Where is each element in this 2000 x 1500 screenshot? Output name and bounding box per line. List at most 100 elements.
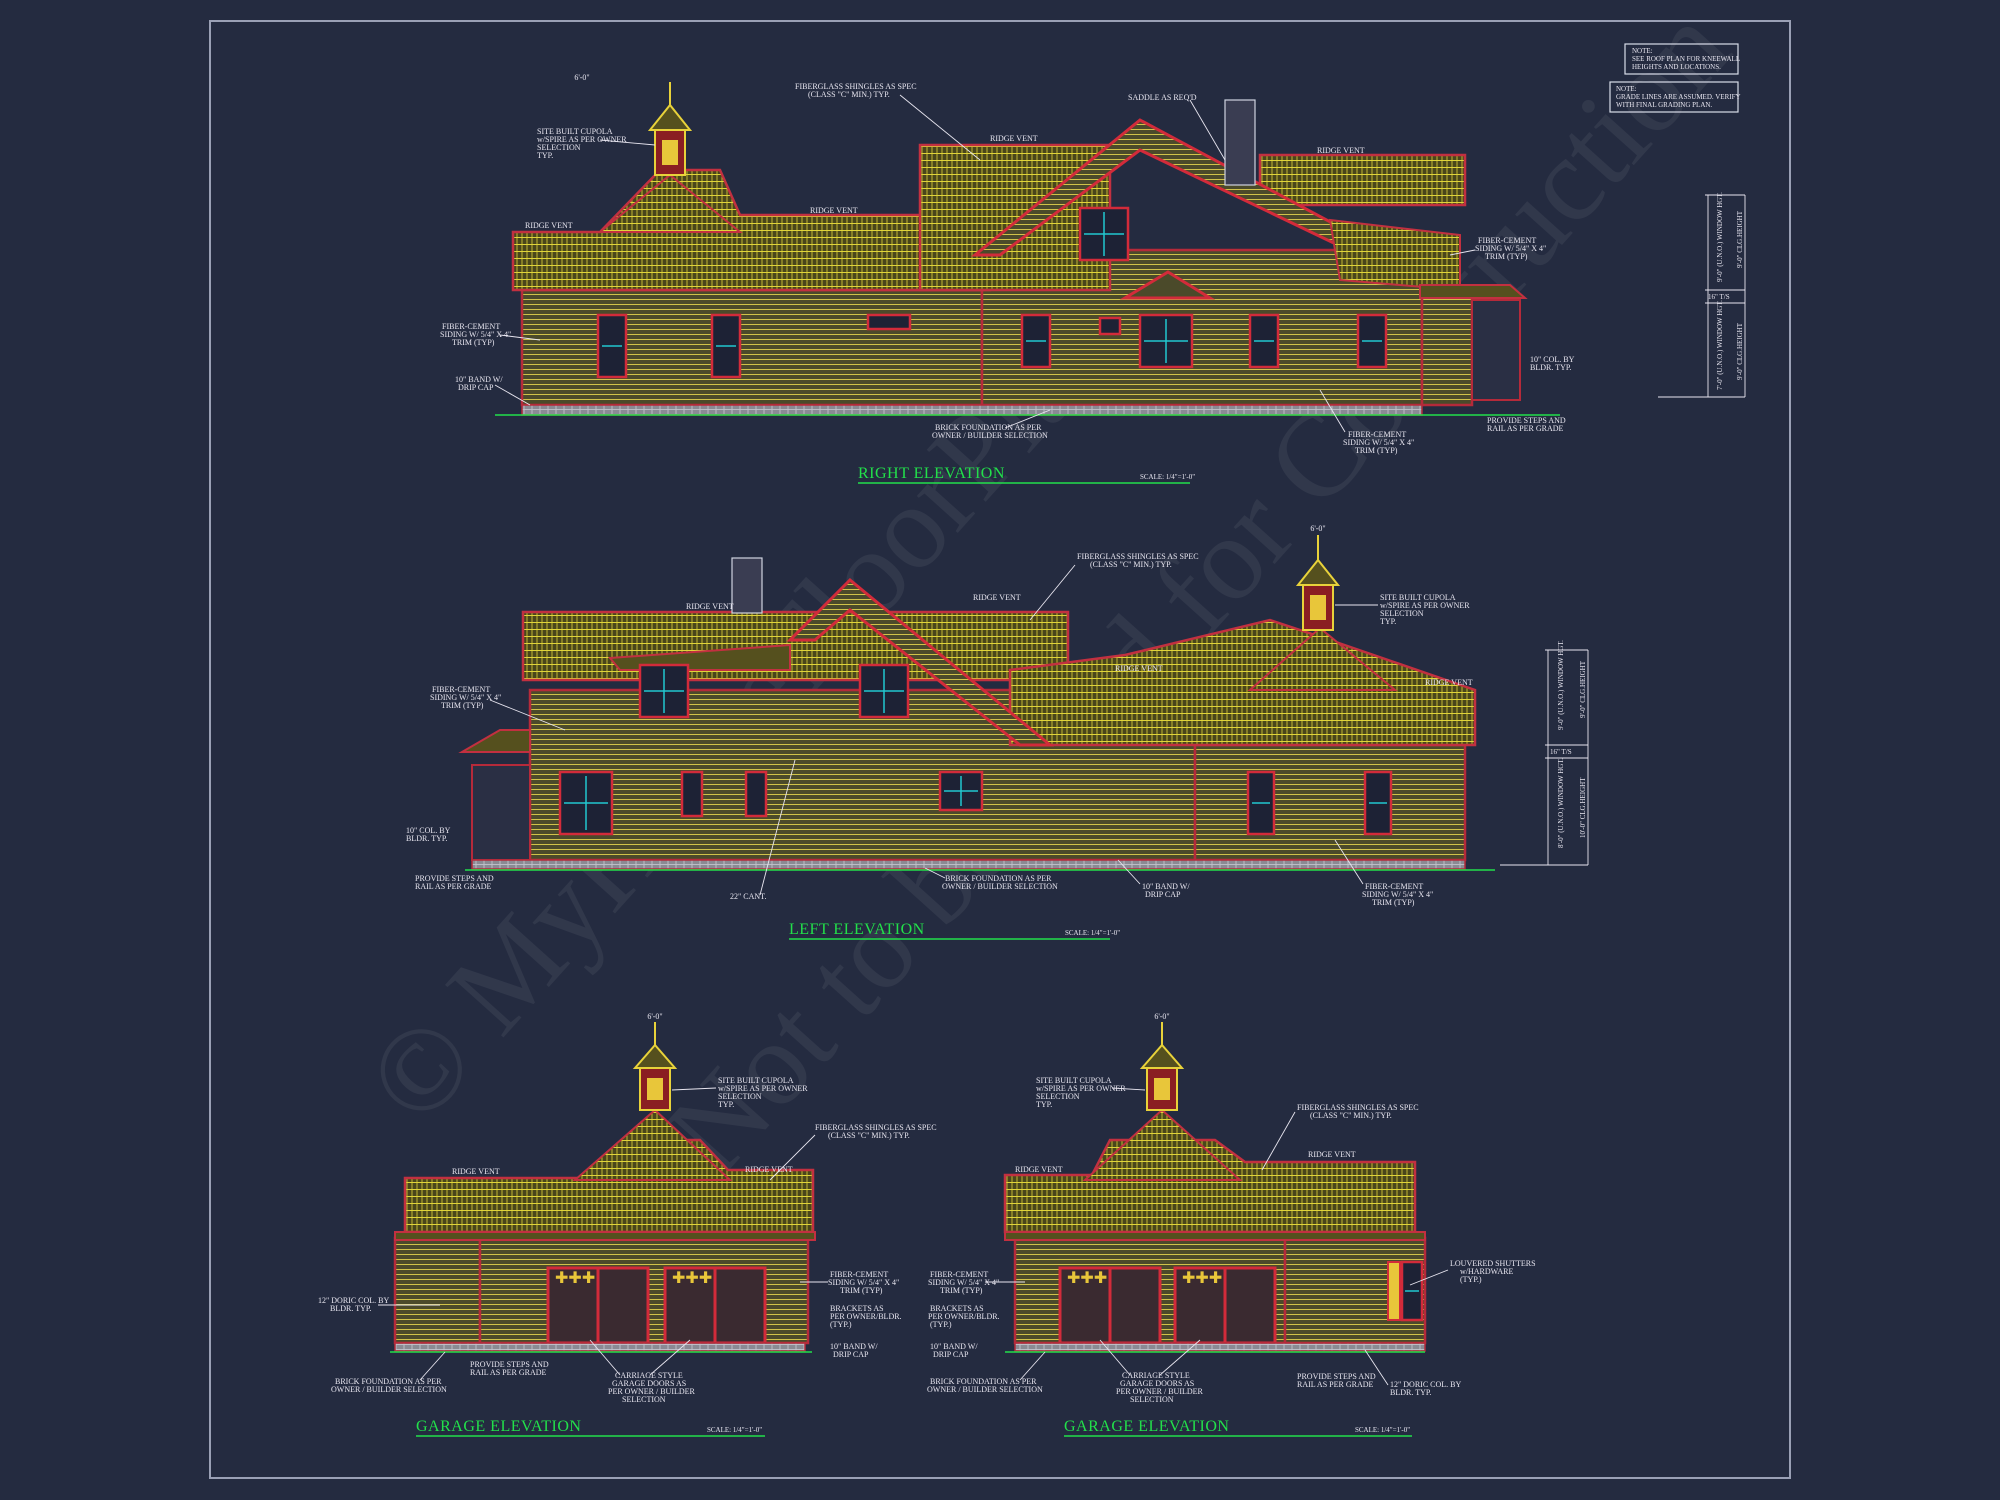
right-elevation-scale: SCALE: 1/4"=1'-0" bbox=[1140, 473, 1195, 481]
left-windows bbox=[558, 663, 1393, 836]
right-cupola bbox=[597, 82, 743, 233]
gl-ridge-vent-2: RIDGE VENT bbox=[745, 1165, 793, 1174]
garage-left-scale: SCALE: 1/4"=1'-0" bbox=[707, 1426, 762, 1434]
right-porch-roof bbox=[1419, 284, 1528, 299]
gr-col-2: BLDR. TYP. bbox=[1390, 1388, 1431, 1397]
right-shingles-label-2: (CLASS "C" MIN.) TYP. bbox=[808, 90, 890, 99]
garage-right-scale: SCALE: 1/4"=1'-0" bbox=[1355, 1426, 1410, 1434]
gr-shutters-1: LOUVERED SHUTTERS bbox=[1450, 1259, 1536, 1268]
right-siding-left-2: SIDING W/ 5/4" X 4" bbox=[440, 330, 511, 339]
gl-band-1: 10" BAND W/ bbox=[830, 1342, 878, 1351]
gr-shingles-2: (CLASS "C" MIN.) TYP. bbox=[1310, 1111, 1392, 1120]
gr-doors-2: GARAGE DOORS AS bbox=[1120, 1379, 1194, 1388]
left-garage-roof bbox=[1008, 618, 1477, 747]
gr-siding-3: TRIM (TYP) bbox=[940, 1286, 983, 1295]
gl-steps-1: PROVIDE STEPS AND bbox=[470, 1360, 549, 1369]
right-band-2: DRIP CAP bbox=[458, 383, 494, 392]
garage-right-shuttered-window bbox=[1387, 1260, 1424, 1322]
right-dimension-stack: 9'-0" (U.N.O.) WINDOW HGT. 9'-0" CLG.HEI… bbox=[1658, 192, 1746, 398]
right-cupola-label-1: SITE BUILT CUPOLA bbox=[537, 127, 613, 136]
garage-right-cupola bbox=[1139, 1022, 1185, 1111]
gr-width: 6'-0" bbox=[1154, 1012, 1169, 1021]
note-2-line-1: NOTE: bbox=[1616, 85, 1637, 93]
gl-siding-3: TRIM (TYP) bbox=[840, 1286, 883, 1295]
note-2-line-3: WITH FINAL GRADING PLAN. bbox=[1616, 101, 1712, 109]
right-rear-wall bbox=[1420, 288, 1474, 407]
svg-text:✚✚✚: ✚✚✚ bbox=[1182, 1268, 1222, 1287]
right-siding-bottom-2: SIDING W/ 5/4" X 4" bbox=[1343, 438, 1414, 447]
gr-band-1: 10" BAND W/ bbox=[930, 1342, 978, 1351]
gr-cupola-2: w/SPIRE AS PER OWNER bbox=[1036, 1084, 1126, 1093]
left-shingles-1: FIBERGLASS SHINGLES AS SPEC bbox=[1077, 552, 1199, 561]
note-2-line-2: GRADE LINES ARE ASSUMED. VERIFY bbox=[1616, 93, 1741, 101]
gl-doors-1: CARRIAGE STYLE bbox=[615, 1371, 683, 1380]
gl-brick-2: OWNER / BUILDER SELECTION bbox=[331, 1385, 447, 1394]
right-foundation bbox=[521, 404, 1423, 416]
gr-brackets-2: PER OWNER/BLDR. bbox=[928, 1312, 1000, 1321]
left-cupola-width: 6'-0" bbox=[1310, 524, 1325, 533]
gl-col-2: BLDR. TYP. bbox=[330, 1304, 371, 1313]
gl-cupola-4: TYP. bbox=[718, 1100, 734, 1109]
gr-siding-1: FIBER-CEMENT bbox=[930, 1270, 988, 1279]
right-porch bbox=[1471, 299, 1521, 401]
left-dim-2: 9'-0" CLG.HEIGHT bbox=[1579, 660, 1587, 718]
garage-elevation-right: ✚✚✚ ✚✚✚ 6'-0" SITE BUILT CUPOLA w/SPIRE … bbox=[927, 1012, 1536, 1437]
gr-ridge-vent-2: RIDGE VENT bbox=[1308, 1150, 1356, 1159]
left-main-roof bbox=[521, 610, 1070, 682]
gl-siding-2: SIDING W/ 5/4" X 4" bbox=[828, 1278, 899, 1287]
gr-brackets-1: BRACKETS AS bbox=[930, 1304, 984, 1313]
left-siding-left-3: TRIM (TYP) bbox=[441, 701, 484, 710]
right-cupola-label-4: TYP. bbox=[537, 151, 553, 160]
gr-band-2: DRIP CAP bbox=[933, 1350, 969, 1359]
gl-brick-1: BRICK FOUNDATION AS PER bbox=[335, 1377, 442, 1386]
left-steps-1: PROVIDE STEPS AND bbox=[415, 874, 494, 883]
gl-cupola-3: SELECTION bbox=[718, 1092, 762, 1101]
svg-text:✚✚✚: ✚✚✚ bbox=[672, 1268, 712, 1287]
gl-band-2: DRIP CAP bbox=[833, 1350, 869, 1359]
left-siding-left-1: FIBER-CEMENT bbox=[432, 685, 490, 694]
right-elevation-title: RIGHT ELEVATION bbox=[858, 465, 1005, 482]
right-brick-1: BRICK FOUNDATION AS PER bbox=[935, 423, 1042, 432]
right-elevation: 6'-0" SITE BUILT CUPOLA w/SPIRE AS PER O… bbox=[440, 73, 1575, 484]
gr-doors-1: CARRIAGE STYLE bbox=[1122, 1371, 1190, 1380]
right-cupola-label-2: w/SPIRE AS PER OWNER bbox=[537, 135, 627, 144]
gr-brick-2: OWNER / BUILDER SELECTION bbox=[927, 1385, 1043, 1394]
gr-ridge-vent-1: RIDGE VENT bbox=[1015, 1165, 1063, 1174]
svg-text:✚✚✚: ✚✚✚ bbox=[555, 1268, 595, 1287]
left-elevation-title: LEFT ELEVATION bbox=[789, 921, 925, 938]
right-siding-right-3: TRIM (TYP) bbox=[1485, 252, 1528, 261]
notes: NOTE: SEE ROOF PLAN FOR KNEEWALL HEIGHTS… bbox=[1609, 43, 1741, 113]
right-ridge-vent-2: RIDGE VENT bbox=[810, 206, 858, 215]
right-dim-2: 9'-0" CLG.HEIGHT bbox=[1736, 210, 1744, 268]
right-col-2: BLDR. TYP. bbox=[1530, 363, 1571, 372]
gr-cupola-4: TYP. bbox=[1036, 1100, 1052, 1109]
left-gable bbox=[786, 577, 1055, 747]
garage-right-cupola-base bbox=[1082, 1108, 1243, 1181]
right-band-1: 10" BAND W/ bbox=[455, 375, 503, 384]
svg-text:✚✚✚: ✚✚✚ bbox=[1067, 1268, 1107, 1287]
gr-cupola-1: SITE BUILT CUPOLA bbox=[1036, 1076, 1112, 1085]
note-box-2 bbox=[1609, 81, 1739, 113]
left-siding-right-1: FIBER-CEMENT bbox=[1365, 882, 1423, 891]
garage-left-title: GARAGE ELEVATION bbox=[416, 1418, 581, 1435]
note-1-line-3: HEIGHTS AND LOCATIONS. bbox=[1632, 63, 1721, 71]
left-porch bbox=[471, 764, 531, 861]
gl-col-1: 12" DORIC COL. BY bbox=[318, 1296, 389, 1305]
gl-brackets-2: PER OWNER/BLDR. bbox=[830, 1312, 902, 1321]
left-chimney bbox=[731, 557, 763, 614]
right-ridge-vent-3: RIDGE VENT bbox=[525, 221, 573, 230]
left-ridge-vent-2: RIDGE VENT bbox=[973, 593, 1021, 602]
left-siding-left-2: SIDING W/ 5/4" X 4" bbox=[430, 693, 501, 702]
left-brick-2: OWNER / BUILDER SELECTION bbox=[942, 882, 1058, 891]
garage-left-cupola-base bbox=[572, 1108, 733, 1181]
right-ridge-vent-1: RIDGE VENT bbox=[990, 134, 1038, 143]
left-garage-wall bbox=[1193, 743, 1467, 862]
garage-left-doors: ✚✚✚ ✚✚✚ bbox=[546, 1266, 767, 1345]
right-shingles-label-1: FIBERGLASS SHINGLES AS SPEC bbox=[795, 82, 917, 91]
left-dim-1: 9'-0" (U.N.O.) WINDOW HGT. bbox=[1557, 640, 1565, 730]
gr-shutters-2: w/HARDWARE bbox=[1460, 1267, 1513, 1276]
left-band-2: DRIP CAP bbox=[1145, 890, 1181, 899]
right-entry-pediment bbox=[1119, 270, 1216, 300]
right-brick-2: OWNER / BUILDER SELECTION bbox=[932, 431, 1048, 440]
